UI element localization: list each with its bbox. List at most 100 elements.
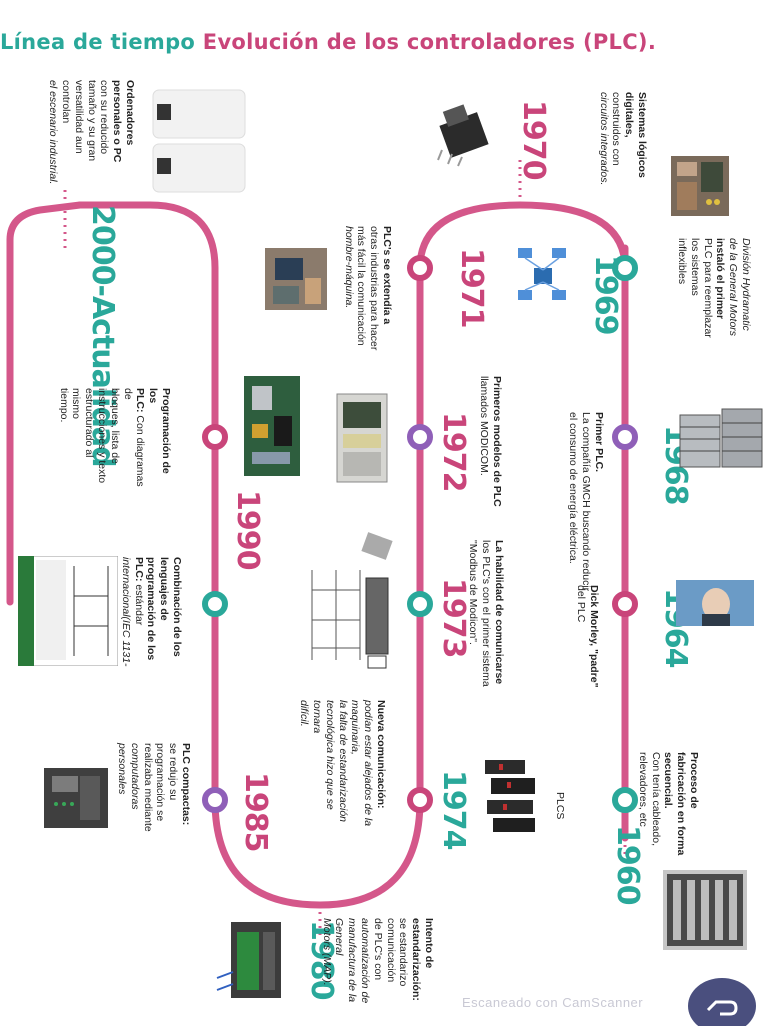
watermark-text: Escaneado con CamScanner <box>462 995 644 1010</box>
desc-line: más fácil la comunicación <box>355 226 368 346</box>
track-col4 <box>6 201 84 244</box>
desc-line: Dick Morley, "padre" <box>588 585 600 688</box>
desc-line: estándar <box>132 584 145 626</box>
desc-line: PLC compactas: <box>180 743 192 826</box>
node-1974 <box>407 787 433 813</box>
desc-line: hombre-máquina. <box>342 226 355 309</box>
camscanner-logo-icon <box>688 978 756 1026</box>
desc-line: construidos con <box>610 92 623 166</box>
chip-image <box>437 104 489 167</box>
desc-line: estandarización: <box>410 918 423 1001</box>
title-part-1: Línea de tiempo <box>0 30 196 54</box>
year-1973: 1973 <box>436 578 471 658</box>
desc-line: PLC para reemplazar <box>701 238 714 338</box>
desc-line: PLC: <box>134 388 147 413</box>
desc-line: inflexibles <box>676 238 689 285</box>
relay-panel-image <box>663 870 747 950</box>
desc-line: Combinación de los <box>171 557 183 657</box>
desc-line: relevadores, etc <box>636 752 649 827</box>
map-module-image <box>216 922 281 998</box>
gm-plc-image <box>671 156 729 216</box>
desc-line: PLC: <box>132 557 145 582</box>
plcs-label: PLCS <box>554 792 566 820</box>
desc-line: estructurado al mismo <box>70 388 96 458</box>
desc-1972: Primeros modelos de PLC llamados MODICOM… <box>477 376 503 526</box>
node-1990 <box>202 424 228 450</box>
desc-line: tiempo. <box>57 388 70 423</box>
track-upper-left-arc <box>76 201 219 272</box>
ladder-software-screenshot <box>18 556 118 666</box>
page-title: Línea de tiempo Evolución de los control… <box>0 30 656 54</box>
track-top-arc <box>416 201 629 272</box>
desc-line: con su reducido tamaño y su gran <box>85 80 111 162</box>
desc-line: PLC's se extendía a <box>381 226 393 325</box>
desc-line: secuencial. <box>662 752 675 809</box>
node-1960 <box>612 787 638 813</box>
desc-line: Con tenía cableado, <box>649 752 662 846</box>
pc-hardware-image <box>152 89 246 193</box>
desc-line: tecnológica hizo que se tornara <box>311 700 336 810</box>
node-1971 <box>407 255 433 281</box>
desc-1964: Dick Morley, "padre" del PLC <box>574 585 600 705</box>
desc-line: automatización de <box>359 918 372 1004</box>
desc-line: se redujo su programación se <box>154 743 180 822</box>
desc-line: el escenario industrial. <box>47 80 60 185</box>
desc-line: lenguajes de <box>158 557 171 621</box>
year-1990: 1990 <box>230 490 265 570</box>
desc-1970: Sistemas lógicos digitales, construidos … <box>597 92 648 312</box>
desc-line: División Hydramatic <box>740 238 752 331</box>
desc-line: del PLC <box>575 585 588 623</box>
desc-line: Intento de <box>423 918 435 969</box>
desc-line: Motors (MAP). <box>320 918 333 986</box>
modbus-schematic <box>311 532 393 669</box>
network-image <box>518 248 566 300</box>
desc-line: versatilidad aun controlan <box>60 80 85 154</box>
desc-line: manufactura de la General <box>333 918 359 1003</box>
desc-line: los PLC's con el primer sistema <box>480 540 493 687</box>
title-part-2: Evolución de los controladores (PLC). <box>202 30 657 54</box>
desc-line: La compañía GMCH buscando reducir <box>580 412 593 592</box>
desc-line: el consumo de energía eléctrica. <box>567 412 580 564</box>
node-1964 <box>612 591 638 617</box>
desc-line: fabricación en forma <box>675 752 688 856</box>
year-1970: 1970 <box>516 100 551 180</box>
dick-morley-photo <box>676 580 754 626</box>
node-1968 <box>612 424 638 450</box>
desc-line: "Modbus de Modicon". <box>467 540 480 645</box>
desc-line: los sistemas <box>688 238 701 296</box>
node-1972 <box>407 424 433 450</box>
desc-line: Programación de los <box>147 388 172 474</box>
year-1972: 1972 <box>436 412 471 492</box>
desc-line: Sistemas lógicos <box>636 92 648 178</box>
desc-line: Primer PLC. <box>593 412 605 473</box>
desc-line: computadoras personales <box>116 743 141 810</box>
first-plc-image <box>679 408 763 468</box>
desc-line: Proceso de <box>688 752 700 809</box>
node-1990b <box>202 591 228 617</box>
desc-line: instrucciones y texto <box>96 388 109 484</box>
desc-1960: Proceso de fabricación en forma secuenci… <box>636 752 700 862</box>
desc-line: otras industrias para hacer <box>368 226 381 351</box>
desc-line: Primeros modelos de PLC <box>491 376 503 507</box>
desc-line: de PLC's con <box>371 918 384 981</box>
year-1974: 1974 <box>436 770 471 850</box>
desc-1974: Nueva comunicación: podían estar alejado… <box>297 700 387 840</box>
desc-line: Ordenadores <box>124 80 136 146</box>
desc-1990-programacion: Programación de los PLC: Con diagramas d… <box>57 388 172 488</box>
desc-line: instaló el primer <box>714 238 727 320</box>
desc-1968: Primer PLC. La compañía GMCH buscando re… <box>567 412 605 612</box>
desc-line: la falta de estandarización <box>336 700 349 822</box>
desc-line: Nueva comunicación: <box>375 700 387 809</box>
plc-board-image <box>244 376 300 476</box>
desc-line: podían estar alejados de la maquinaria, <box>349 700 375 827</box>
compact-plc-image <box>44 768 108 828</box>
node-1969 <box>612 255 638 281</box>
year-1985: 1985 <box>238 772 273 852</box>
hmi-photo <box>265 248 327 310</box>
desc-line: se estandarizo comunicación <box>384 918 410 987</box>
desc-line: bloques, lista de <box>108 388 121 464</box>
desc-1971: PLC's se extendía a otras industrias par… <box>342 226 393 366</box>
desc-line: digitales, <box>623 92 636 138</box>
plcs-image <box>485 760 535 832</box>
